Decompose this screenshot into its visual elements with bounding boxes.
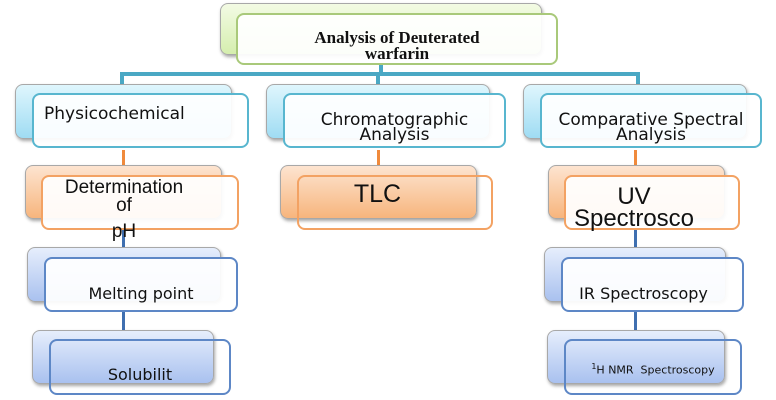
connector-ph-to-melting (122, 230, 125, 248)
node-ir-spectroscopy-label: IR Spectroscopy (579, 284, 708, 303)
connector-horizontal-bar (120, 72, 640, 76)
node-comparative-spectral-label-line1: Comparative Spectral (558, 110, 744, 130)
node-uv-spectroscopy-label-line1: UV (617, 183, 651, 210)
connector-physico-to-ph (122, 150, 125, 166)
node-root-label-line1: Analysis of Deuterated (314, 28, 480, 47)
connector-branch-3 (636, 72, 640, 86)
node-determination-ph-label-line1: Determination (64, 177, 184, 198)
node-comparative-spectral-label-line2: Analysis (615, 125, 687, 145)
connector-branch-1 (120, 72, 124, 86)
connector-root-stem (379, 64, 383, 74)
node-ir-spectroscopy-front (561, 257, 744, 312)
node-nmr-spectroscopy-front (564, 339, 742, 395)
connector-branch-2 (376, 72, 380, 86)
node-physicochemical-front (32, 93, 249, 148)
node-solubility-label: Solubilit (107, 365, 173, 384)
node-chromatographic-front (283, 93, 506, 148)
connector-spectral-to-uv (634, 150, 637, 166)
node-tlc-back (280, 165, 477, 219)
node-tlc-label: TLC (353, 180, 402, 208)
node-determination-ph-front (41, 175, 239, 230)
connector-chroma-to-tlc (377, 150, 380, 166)
node-melting-point-front (44, 257, 238, 312)
node-physicochemical-label: Physicochemical (44, 104, 185, 124)
node-determination-ph-label-line3: pH (111, 221, 137, 242)
connector-melting-to-solubility (122, 312, 125, 332)
node-solubility-front (49, 339, 231, 395)
node-chromatographic-label-line1: Chromatographic (320, 110, 469, 130)
connector-ir-to-nmr (634, 312, 637, 332)
node-chromatographic-label-line2: Analysis (359, 125, 430, 145)
node-determination-ph-label-line2: of (116, 195, 132, 216)
node-nmr-spectroscopy-label: 1H NMR Spectroscopy (564, 362, 742, 377)
node-root-front (236, 13, 558, 65)
node-root-label-line2: warfarin (364, 44, 430, 63)
node-tlc-front (297, 175, 493, 230)
node-uv-spectroscopy-front (564, 175, 740, 230)
node-melting-point-label: Melting point (88, 284, 194, 303)
nmr-superscript: 1 (591, 362, 597, 371)
connector-uv-to-ir (634, 230, 637, 248)
node-comparative-spectral-front (540, 93, 762, 148)
node-uv-spectroscopy-label-line2: Spectrosco (573, 205, 695, 232)
nmr-label-text: H NMR Spectroscopy (596, 363, 715, 377)
